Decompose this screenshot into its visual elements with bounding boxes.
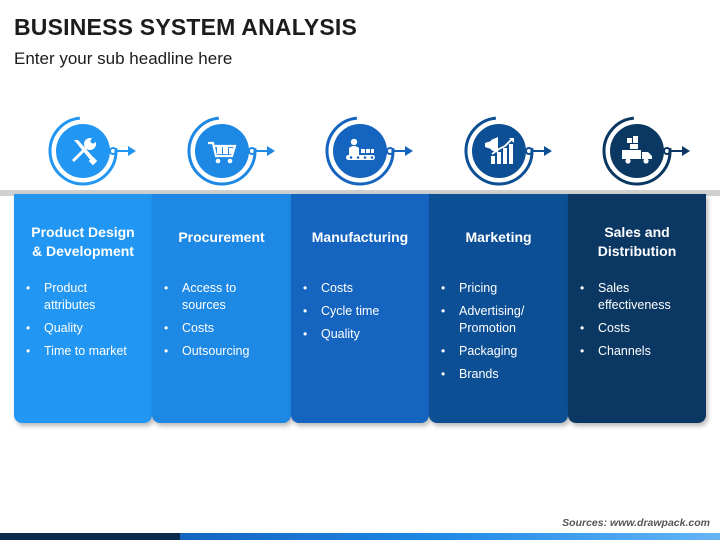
icon-ring bbox=[47, 115, 119, 187]
arrow-right-icon bbox=[663, 143, 691, 164]
arrow-right-icon bbox=[524, 143, 553, 164]
bullet-text: Brands bbox=[459, 367, 499, 381]
column-title-line: & Development bbox=[32, 243, 134, 259]
bullet-list: Access to sourcesCostsOutsourcing bbox=[164, 280, 285, 366]
column-title-line: Distribution bbox=[597, 243, 677, 259]
bullet-item: Quality bbox=[26, 320, 146, 337]
column-title: Manufacturing bbox=[295, 228, 425, 247]
bullet-text: Quality bbox=[44, 321, 83, 335]
bullet-text: Pricing bbox=[459, 281, 498, 295]
column-title-line: Manufacturing bbox=[311, 229, 409, 245]
bullet-item: Pricing bbox=[441, 280, 562, 297]
step-icon-3 bbox=[324, 115, 444, 195]
bullet-item: Cycle time bbox=[303, 303, 423, 320]
bullet-text: attributes bbox=[44, 298, 96, 312]
page-subtitle: Enter your sub headline here bbox=[14, 49, 233, 68]
step-icon-5 bbox=[601, 115, 720, 195]
bullet-item: Access to sources bbox=[164, 280, 285, 314]
bullet-item: Outsourcing bbox=[164, 343, 285, 360]
bullet-text: sources bbox=[182, 298, 226, 312]
card-column-5: Sales andDistributionSales effectivenessC… bbox=[568, 194, 706, 423]
bullet-text: Access to bbox=[182, 281, 237, 295]
bullet-item: Advertising/Promotion bbox=[441, 303, 562, 337]
bullet-list: PricingAdvertising/PromotionPackagingBra… bbox=[441, 280, 562, 389]
bullet-text: Costs bbox=[321, 281, 353, 295]
bullet-item: Costs bbox=[164, 320, 285, 337]
icon-ring bbox=[186, 115, 258, 187]
icon-ring bbox=[463, 115, 535, 187]
conveyor-worker-icon bbox=[333, 124, 387, 178]
column-title: Procurement bbox=[156, 228, 287, 247]
bullet-text: Advertising/ bbox=[459, 304, 525, 318]
step-icon-1 bbox=[47, 115, 167, 195]
arrow-right-icon bbox=[109, 143, 137, 164]
source-credit: Sources: www.drawpack.com bbox=[562, 517, 710, 529]
bullet-text: effectiveness bbox=[598, 298, 671, 312]
column-title-line: Product Design bbox=[31, 224, 135, 240]
bullet-text: Time to market bbox=[44, 344, 127, 358]
step-icon-2 bbox=[186, 115, 306, 195]
bullet-item: Product attributes bbox=[26, 280, 146, 314]
bullet-list: Product attributesQualityTime to market bbox=[26, 280, 146, 366]
bullet-list: Sales effectivenessCostsChannels bbox=[580, 280, 700, 366]
column-title: Marketing bbox=[433, 228, 564, 247]
icon-ring bbox=[601, 115, 673, 187]
wrench-screwdriver-icon bbox=[56, 124, 110, 178]
bullet-item: Brands bbox=[441, 366, 562, 383]
bullet-item: Quality bbox=[303, 326, 423, 343]
column-title-line: Marketing bbox=[465, 229, 532, 245]
column-title-line: Sales and bbox=[604, 224, 670, 240]
icon-ring bbox=[324, 115, 396, 187]
bullet-text: Cycle time bbox=[321, 304, 380, 318]
bullet-text: Quality bbox=[321, 327, 360, 341]
footer-bar bbox=[0, 533, 720, 540]
arrow-right-icon bbox=[386, 143, 414, 164]
bullet-item: Channels bbox=[580, 343, 700, 360]
bullet-text: Sales bbox=[598, 281, 630, 295]
card-column-1: Product Design & DevelopmentProduct attrib… bbox=[14, 194, 152, 423]
column-title-line: Procurement bbox=[178, 229, 265, 245]
bullet-item: Costs bbox=[303, 280, 423, 297]
bullet-item: Packaging bbox=[441, 343, 562, 360]
card-column-4: MarketingPricingAdvertising/PromotionPac… bbox=[429, 194, 568, 423]
card-column-2: ProcurementAccess to sourcesCostsOutsourc… bbox=[152, 194, 291, 423]
card-column-3: ManufacturingCostsCycle timeQuality bbox=[291, 194, 429, 423]
bullet-text: Product bbox=[44, 281, 88, 295]
arrow-right-icon bbox=[247, 143, 276, 164]
bullet-text: Channels bbox=[598, 344, 651, 358]
bullet-text: Costs bbox=[598, 321, 630, 335]
bullet-text: Promotion bbox=[459, 321, 516, 335]
divider-band bbox=[0, 190, 720, 196]
bullet-text: Costs bbox=[182, 321, 214, 335]
bullet-item: Sales effectiveness bbox=[580, 280, 700, 314]
step-icon-4 bbox=[463, 115, 583, 195]
column-title: Product Design & Development bbox=[18, 223, 148, 261]
bullet-item: Time to market bbox=[26, 343, 146, 360]
bullet-text: Packaging bbox=[459, 344, 518, 358]
bullet-list: CostsCycle timeQuality bbox=[303, 280, 423, 349]
delivery-truck-icon bbox=[610, 124, 664, 178]
megaphone-chart-icon bbox=[471, 124, 526, 178]
bullet-text: Outsourcing bbox=[182, 344, 250, 358]
bullet-item: Costs bbox=[580, 320, 700, 337]
page-title: BUSINESS SYSTEM ANALYSIS bbox=[14, 14, 358, 40]
shopping-cart-icon bbox=[194, 124, 249, 178]
